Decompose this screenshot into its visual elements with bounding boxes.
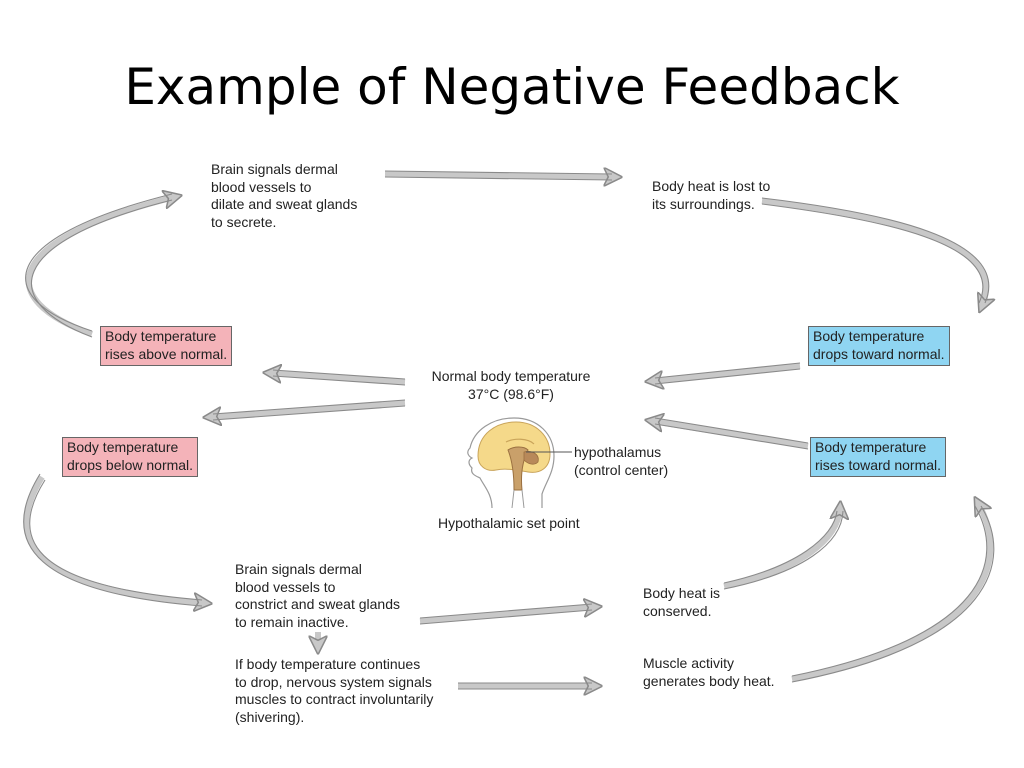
step-shivering: If body temperature continues to drop, n… — [235, 656, 434, 725]
arrow-heat-lost-to-drops-toward — [761, 198, 986, 306]
arrow-normal-to-rises-above — [270, 373, 406, 385]
head-brain-icon — [467, 417, 572, 509]
step-heat-lost: Body heat is lost to its surroundings. — [652, 178, 771, 212]
step-brain-constrict: Brain signals dermal blood vessels to co… — [235, 561, 400, 630]
set-point-label: Hypothalamic set point — [438, 515, 580, 531]
arrow-conserved-to-rises-toward — [723, 508, 840, 589]
arrow-normal-to-drops-below — [210, 400, 406, 417]
hypothalamus-label: hypothalamus (control center) — [574, 444, 669, 478]
box-temp-rises-toward: Body temperature rises toward normal. — [810, 437, 947, 477]
arrow-rises-toward-to-normal — [652, 421, 809, 449]
page-title: Example of Negative Feedback — [124, 58, 900, 116]
box-temp-drops-below: Body temperature drops below normal. — [62, 437, 199, 477]
step-muscle-activity: Muscle activity generates body heat. — [643, 655, 775, 689]
arrow-dilate-to-heat-lost — [384, 174, 615, 177]
arrow-constrict-to-conserved — [419, 607, 595, 624]
arrow-muscle-to-rises-toward — [791, 503, 994, 682]
normal-temperature-label: Normal body temperature 37°C (98.6°F) — [431, 368, 591, 402]
arrow-rises-above-to-dilate — [25, 197, 175, 337]
box-temp-drops-toward: Body temperature drops toward normal. — [808, 326, 950, 366]
arrow-drops-toward-to-normal — [652, 363, 801, 381]
arrow-drops-below-to-constrict — [23, 475, 205, 603]
box-temp-rises-above: Body temperature rises above normal. — [100, 326, 233, 366]
step-brain-dilate: Brain signals dermal blood vessels to di… — [211, 161, 358, 230]
step-heat-conserved: Body heat is conserved. — [643, 585, 721, 619]
